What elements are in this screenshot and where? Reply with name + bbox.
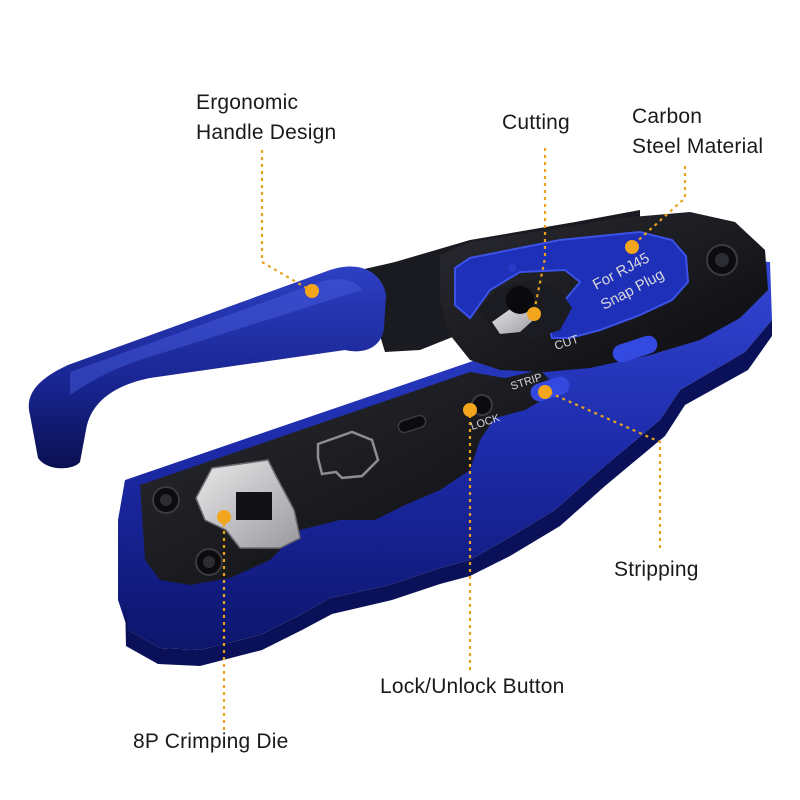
label-lock-unlock: Lock/Unlock Button [380, 672, 565, 702]
label-stripping-text: Stripping [614, 558, 699, 581]
marker-lock [463, 403, 477, 417]
marker-stripping [538, 385, 552, 399]
pivot-hole [506, 286, 534, 314]
label-lock-text: Lock/Unlock Button [380, 675, 565, 698]
label-ergonomic-line1: Ergonomic [196, 91, 299, 114]
label-ergonomic-line2: Handle Design [196, 121, 337, 144]
rj45-emblem [316, 430, 380, 480]
label-die-text: 8P Crimping Die [133, 730, 289, 753]
label-crimping-die: 8P Crimping Die [133, 727, 289, 757]
label-cutting: Cutting [502, 108, 570, 138]
markers [217, 240, 639, 524]
crimping-die-slot [236, 492, 272, 520]
blue-cover-plate [454, 230, 690, 339]
screw-left-bottom-cap [203, 556, 215, 568]
label-carbon-line2: Steel Material [632, 135, 764, 158]
marker-carbon [625, 240, 639, 254]
label-cutting-text: Cutting [502, 111, 570, 134]
leader-lines [222, 148, 687, 730]
label-carbon-steel: Carbon Steel Material [632, 102, 763, 162]
screw-left-top-cap [160, 494, 172, 506]
upper-handle-highlight [70, 279, 362, 395]
label-carbon-line1: Carbon [632, 105, 703, 128]
screw-right-cap [715, 253, 729, 267]
marker-cutting [527, 307, 541, 321]
marker-die [217, 510, 231, 524]
cut-pill [612, 335, 658, 363]
leader-cutting [532, 148, 547, 313]
rj45-emblem-outline [316, 430, 380, 480]
indicator-dot [508, 264, 516, 272]
label-stripping: Stripping [614, 555, 699, 585]
crimping-die [195, 459, 301, 549]
upper-handle-grip [28, 266, 386, 469]
leader-stripping [547, 390, 662, 548]
marker-ergonomic [305, 284, 319, 298]
lock-slot [397, 414, 427, 434]
label-ergonomic-handle: Ergonomic Handle Design [196, 88, 336, 148]
leader-ergonomic [260, 150, 311, 291]
leader-carbon [631, 166, 687, 247]
